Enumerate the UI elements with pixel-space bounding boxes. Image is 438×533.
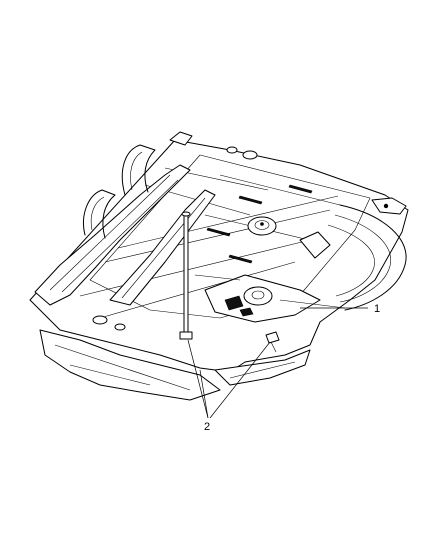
callout-2-label: 2 — [204, 421, 210, 433]
callout-2-leader — [187, 339, 271, 419]
callout-1-label: 1 — [374, 303, 380, 315]
bolt-left — [179, 211, 193, 340]
left-frame-rail — [34, 164, 216, 306]
spare-tire-carrier — [194, 274, 346, 323]
floor-pan — [29, 139, 409, 373]
left-wheel-arches — [83, 131, 193, 239]
front-lower-structure — [39, 329, 311, 401]
bolt-right — [265, 331, 280, 353]
right-wheel-well — [299, 197, 407, 311]
